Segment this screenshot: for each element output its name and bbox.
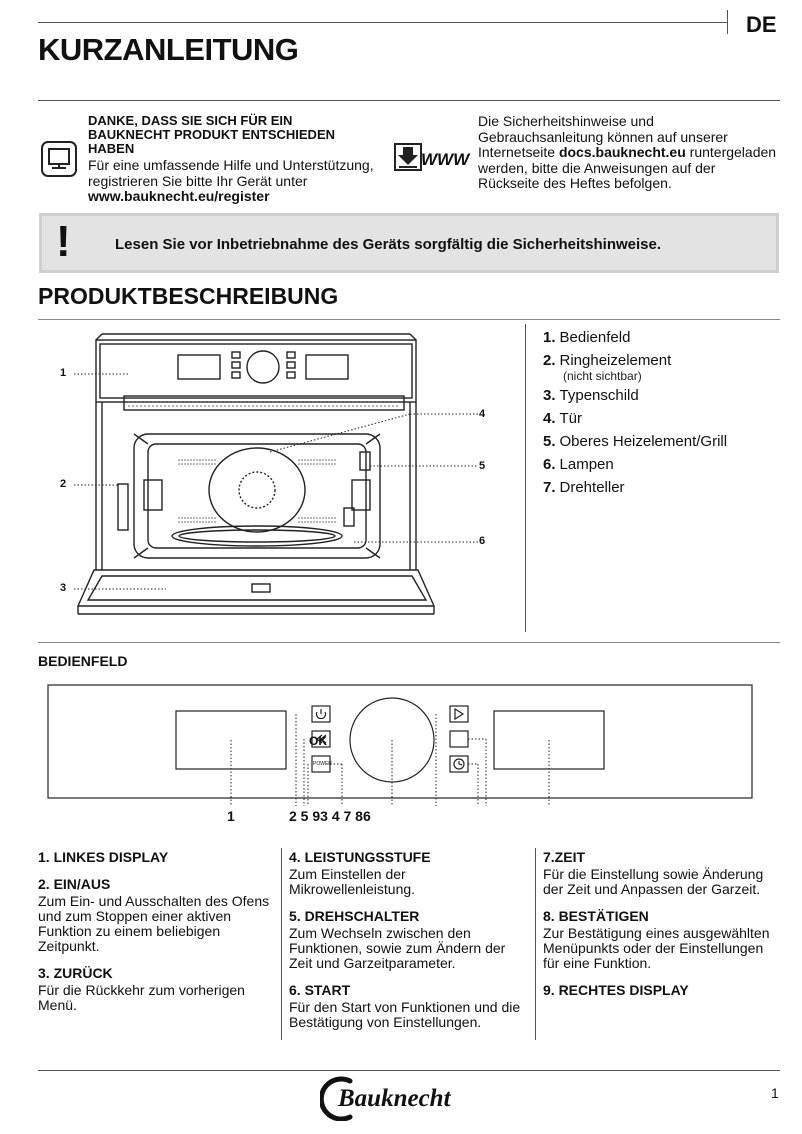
- desc-text: Zum Wechseln zwischen den Funktionen, so…: [289, 925, 506, 971]
- part-label: Typenschild: [559, 387, 639, 404]
- part-num: 3.: [543, 387, 556, 404]
- part-sublabel: (nicht sichtbar): [563, 369, 642, 383]
- list-item: 3.Typenschild: [543, 387, 783, 405]
- part-label: Oberes Heizelement/Grill: [559, 433, 728, 450]
- control-panel-diagram: [47, 684, 753, 806]
- part-num: 2.: [543, 352, 556, 369]
- www-label: WWW: [421, 150, 470, 169]
- warning-text: Lesen Sie vor Inbetriebnahme des Geräts …: [115, 236, 662, 253]
- desc-heading: 3. ZURÜCK: [38, 965, 113, 981]
- desc-text: Für die Rückkehr zum vorherigen Menü.: [38, 982, 245, 1013]
- part-num: 4.: [543, 410, 556, 427]
- top-rule: [38, 22, 728, 23]
- desc-heading: 2. EIN/AUS: [38, 876, 111, 892]
- diagram-label-3: 3: [60, 582, 67, 594]
- product-divider: [525, 324, 526, 632]
- desc-text: Zum Einstellen der Mikrowellenleistung.: [289, 866, 416, 897]
- part-label: Bedienfeld: [559, 329, 631, 346]
- panel-title: BEDIENFELD: [38, 653, 128, 669]
- desc-text: Zur Bestätigung eines ausgewählten Menüp…: [543, 925, 770, 971]
- part-num: 7.: [543, 479, 556, 496]
- product-rule: [38, 319, 780, 320]
- warning-box: [39, 213, 779, 273]
- diagram-label-6: 6: [479, 535, 486, 547]
- brand-logo: Bauknecht: [318, 1075, 496, 1126]
- part-label: Ringheizelement: [559, 352, 672, 369]
- desc-block: 9. RECHTES DISPLAY: [543, 983, 773, 998]
- brand-name: Bauknecht: [337, 1085, 452, 1112]
- desc-heading: 4. LEISTUNGSSTUFE: [289, 849, 431, 865]
- language-code: DE: [746, 12, 777, 37]
- part-num: 6.: [543, 456, 556, 473]
- list-item: 4.Tür: [543, 410, 783, 428]
- docs-text: Die Sicherheitshinweise und Gebrauchsanl…: [478, 113, 778, 192]
- desc-heading: 9. RECHTES DISPLAY: [543, 982, 689, 998]
- diagram-label-5: 5: [479, 460, 486, 472]
- list-item: 2.Ringheizelement(nicht sichtbar): [543, 352, 783, 382]
- page-number: 1: [771, 1085, 779, 1101]
- desc-heading: 5. DREHSCHALTER: [289, 908, 420, 924]
- panel-rule: [38, 642, 780, 643]
- docs-link[interactable]: docs.bauknecht.eu: [558, 144, 686, 160]
- power-label: POWER: [313, 761, 332, 767]
- list-item: 7.Drehteller: [543, 479, 783, 497]
- register-link[interactable]: www.bauknecht.eu/register: [88, 188, 270, 204]
- thanks-heading: DANKE, DASS SIE SICH FÜR EIN BAUKNECHT P…: [88, 113, 336, 156]
- col-divider-2: [535, 848, 536, 1040]
- product-title: PRODUKTBESCHREIBUNG: [38, 283, 339, 309]
- part-label: Tür: [559, 410, 583, 427]
- oven-diagram: [74, 333, 478, 615]
- diagram-label-2: 2: [60, 478, 67, 490]
- desc-heading: 6. START: [289, 982, 351, 998]
- list-item: 5.Oberes Heizelement/Grill: [543, 433, 783, 451]
- part-num: 1.: [543, 329, 556, 346]
- desc-heading: 1. LINKES DISPLAY: [38, 849, 169, 865]
- list-item: 6.Lampen: [543, 456, 783, 474]
- part-label: Drehteller: [559, 479, 625, 496]
- list-item: 1.Bedienfeld: [543, 329, 783, 347]
- desc-text: Für den Start von Funktionen und die Bes…: [289, 999, 521, 1030]
- panel-num-group: 2 5 93 4 7 86: [289, 808, 371, 824]
- diagram-label-1: 1: [60, 367, 67, 379]
- download-icon: [394, 143, 422, 171]
- docs-text-tail: runtergeladen werden, bitte die Anweisun…: [478, 144, 777, 191]
- desc-text: Zum Ein- und Ausschalten des Ofens und z…: [38, 893, 270, 954]
- parts-list: 1.Bedienfeld 2.Ringheizelement(nicht sic…: [543, 329, 783, 502]
- monitor-support-icon: [41, 141, 77, 177]
- desc-heading: 7.ZEIT: [543, 849, 586, 865]
- docs-text-body: Die Sicherheitshinweise und Gebrauchsanl…: [478, 113, 728, 160]
- lang-divider: [727, 10, 728, 34]
- warning-exclamation: !: [56, 217, 71, 266]
- col-divider-1: [281, 848, 282, 1040]
- desc-block: 1. LINKES DISPLAY: [38, 850, 273, 865]
- register-text-body: Für eine umfassende Hilfe und Unterstütz…: [88, 157, 374, 189]
- brand-logo-mark: Bauknecht: [318, 1076, 452, 1122]
- ok-label: OK: [309, 734, 327, 748]
- part-label: Lampen: [559, 456, 614, 473]
- title-rule: [38, 100, 780, 101]
- footer-rule: [38, 1070, 780, 1071]
- diagram-label-4: 4: [479, 408, 486, 420]
- desc-heading: 8. BESTÄTIGEN: [543, 908, 649, 924]
- register-text: Für eine umfassende Hilfe und Unterstütz…: [88, 157, 388, 205]
- part-num: 5.: [543, 433, 556, 450]
- panel-num-1: 1: [227, 808, 235, 824]
- page-title: KURZANLEITUNG: [38, 32, 299, 67]
- desc-text: Für die Einstellung sowie Änderung der Z…: [543, 866, 764, 897]
